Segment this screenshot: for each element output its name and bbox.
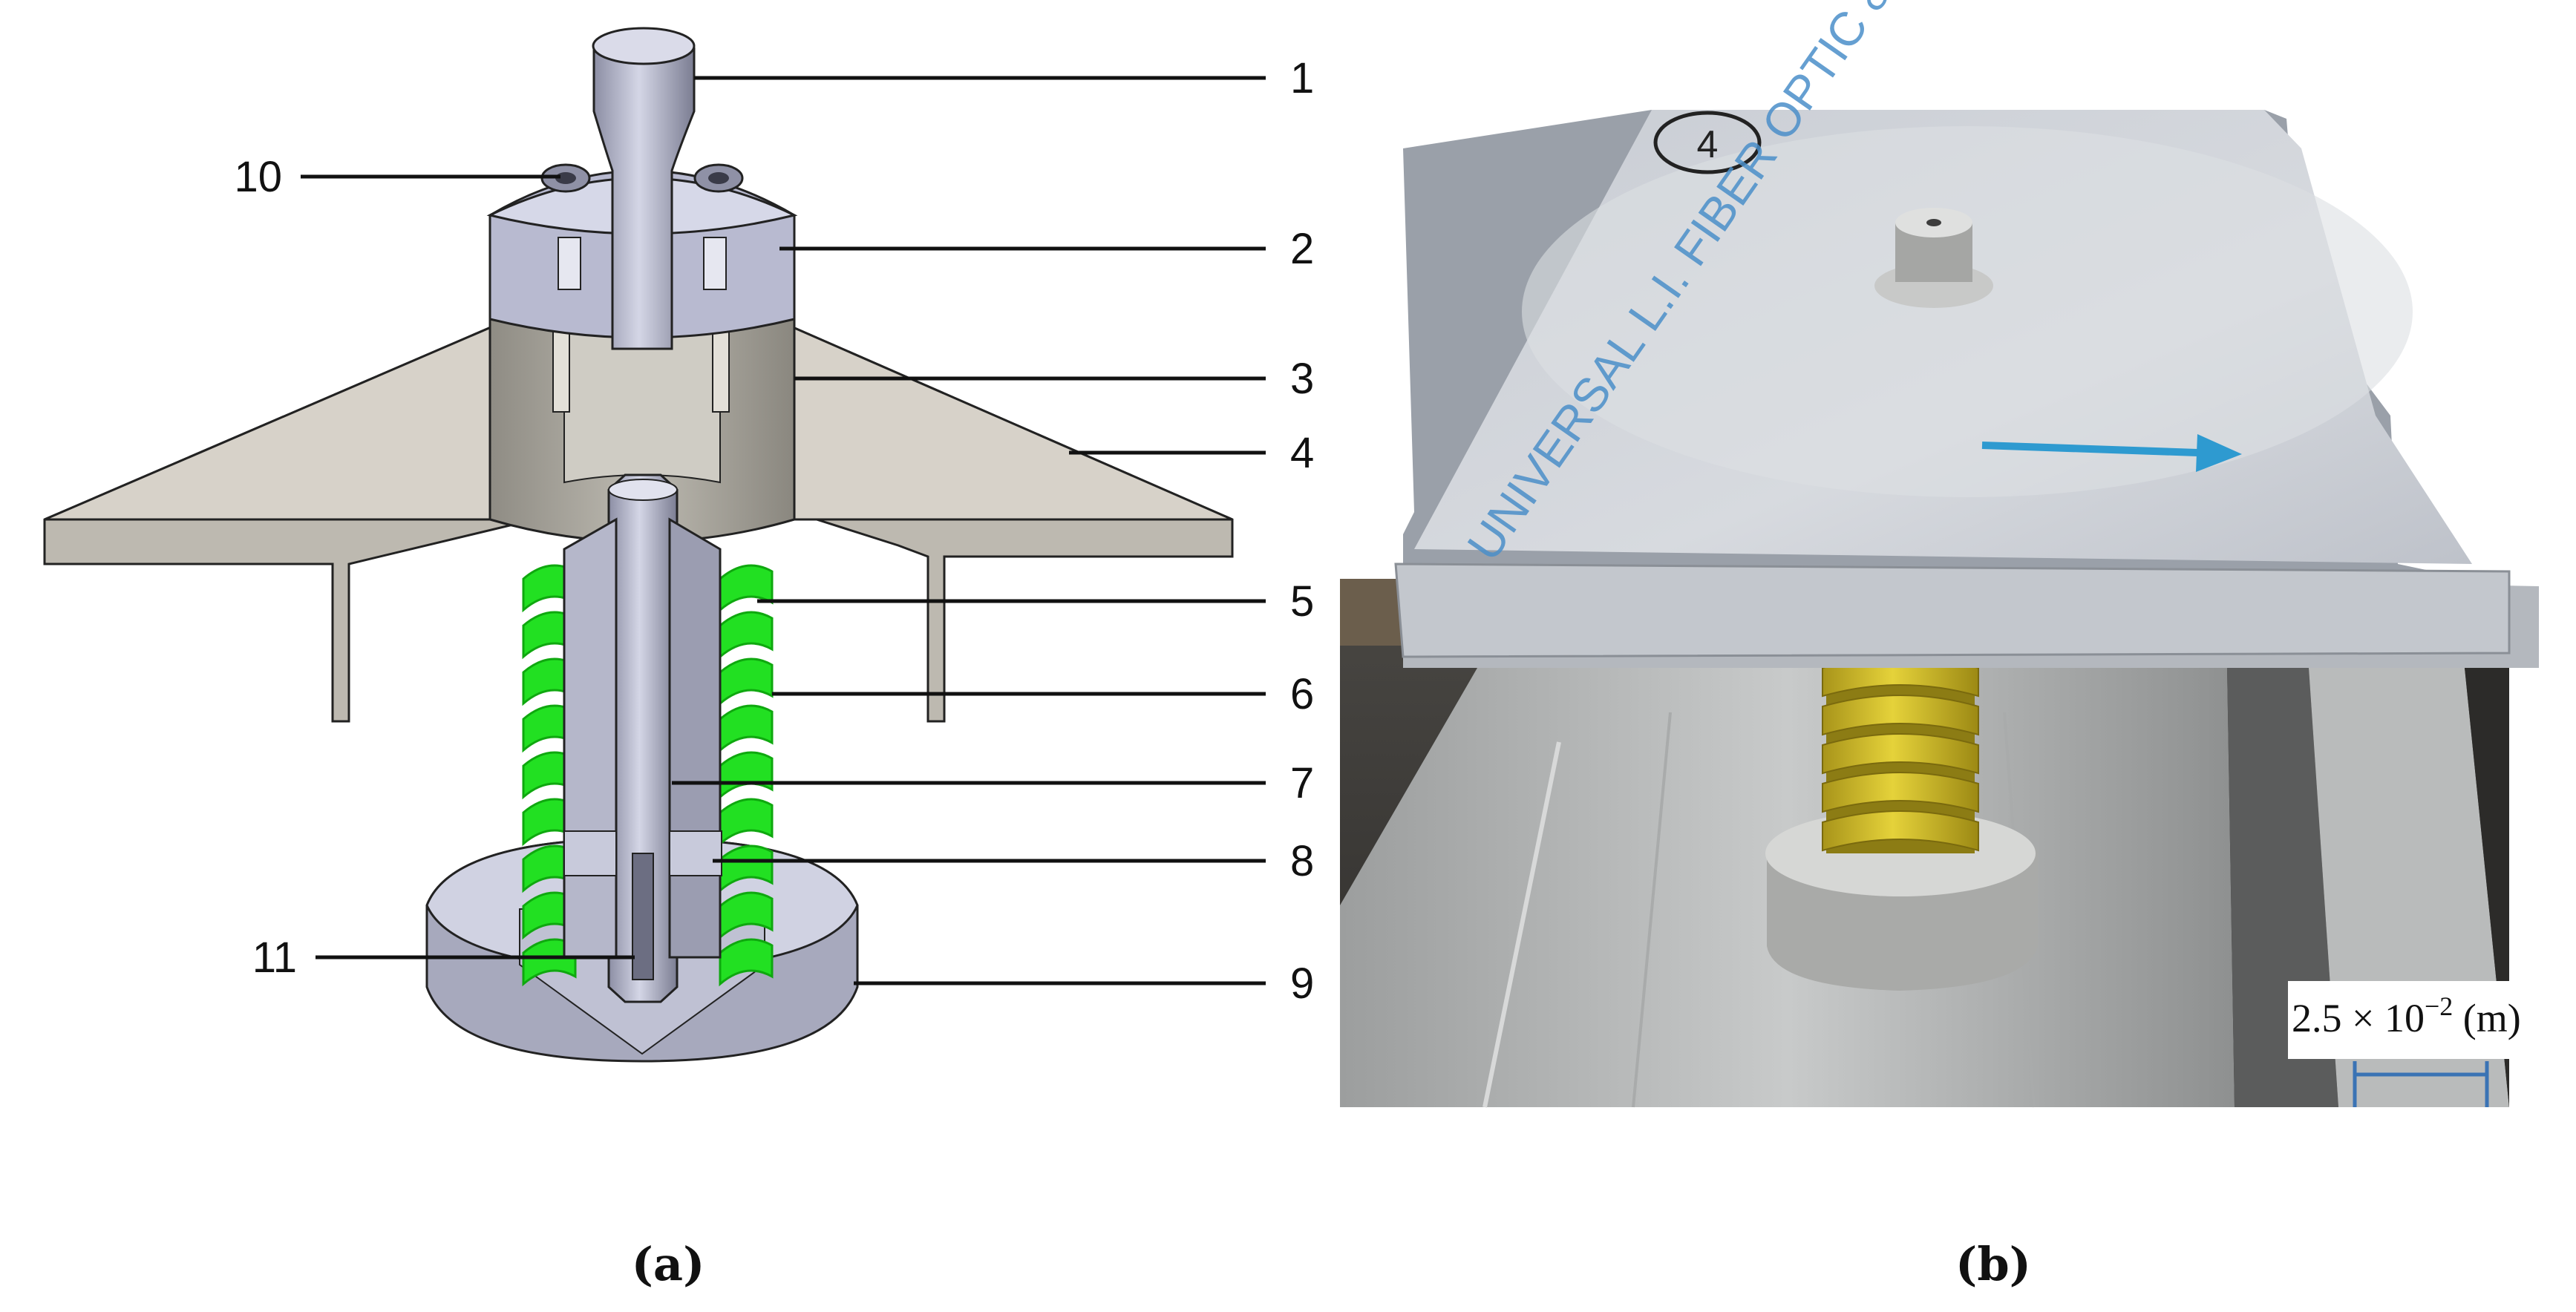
spring-coil-turn (719, 891, 774, 940)
coupling-sleeve (488, 266, 796, 543)
photo-spring-coil (1822, 733, 1979, 775)
callout-label-7: 7 (1290, 759, 1314, 807)
plate-mark-text: 4 (1697, 123, 1719, 166)
panel-a-caption: (a) (632, 1237, 705, 1291)
spring-coil-turn (522, 938, 577, 987)
panel-b-photo: 4 UNIVERSAL L.I. FIBER OPTIC & CO. POLY … (1340, 0, 2564, 1291)
callout-labels: 1 2 3 4 5 6 7 8 9 10 11 (234, 54, 1314, 1008)
spring-coil-turn (719, 798, 774, 847)
screws (540, 163, 744, 193)
scale-bar-label: 2.5 × 10−2 (m) (2292, 991, 2521, 1040)
callout-label-1: 1 (1290, 54, 1314, 102)
callout-label-3: 3 (1290, 355, 1314, 403)
photo-arrow (1981, 442, 2198, 456)
callout-label-11: 11 (252, 934, 297, 982)
photo-yellow-spring (1822, 653, 1979, 853)
callout-label-6: 6 (1290, 670, 1314, 718)
callout-label-10: 10 (234, 153, 282, 201)
spring-coil-turn (719, 704, 774, 753)
callout-label-5: 5 (1290, 577, 1314, 626)
spring-coil-turn (719, 938, 774, 987)
spring-coil-turn (719, 751, 774, 800)
guide-bushing (563, 517, 722, 959)
top-shaft (592, 27, 696, 350)
spring-coil-turn (719, 564, 774, 613)
photo-spring-coil (1822, 810, 1979, 852)
panel-a-cad-section: 1 2 3 4 5 6 7 8 9 10 11 (a) (43, 27, 1314, 1291)
spring-coil-turn (719, 657, 774, 706)
callout-label-2: 2 (1290, 225, 1314, 273)
photo-spring-coil (1822, 772, 1979, 813)
spring-coil-turn (719, 844, 774, 893)
inner-shaft (607, 473, 679, 1003)
spring-coil-turn (719, 611, 774, 660)
photo-edge (1340, 579, 1414, 646)
callout-label-4: 4 (1290, 429, 1314, 477)
photo-spring-coil (1822, 695, 1979, 736)
scale-bar: 2.5 × 10−2 (m) (2288, 981, 2564, 1107)
leader-lines (301, 76, 1266, 985)
spring-coils (522, 564, 774, 987)
callout-label-9: 9 (1290, 960, 1314, 1008)
panel-b-caption: (b) (1955, 1237, 2031, 1291)
callout-label-8: 8 (1290, 837, 1314, 885)
photo-plate: 4 UNIVERSAL L.I. FIBER OPTIC & CO. POLY (1394, 0, 2539, 668)
